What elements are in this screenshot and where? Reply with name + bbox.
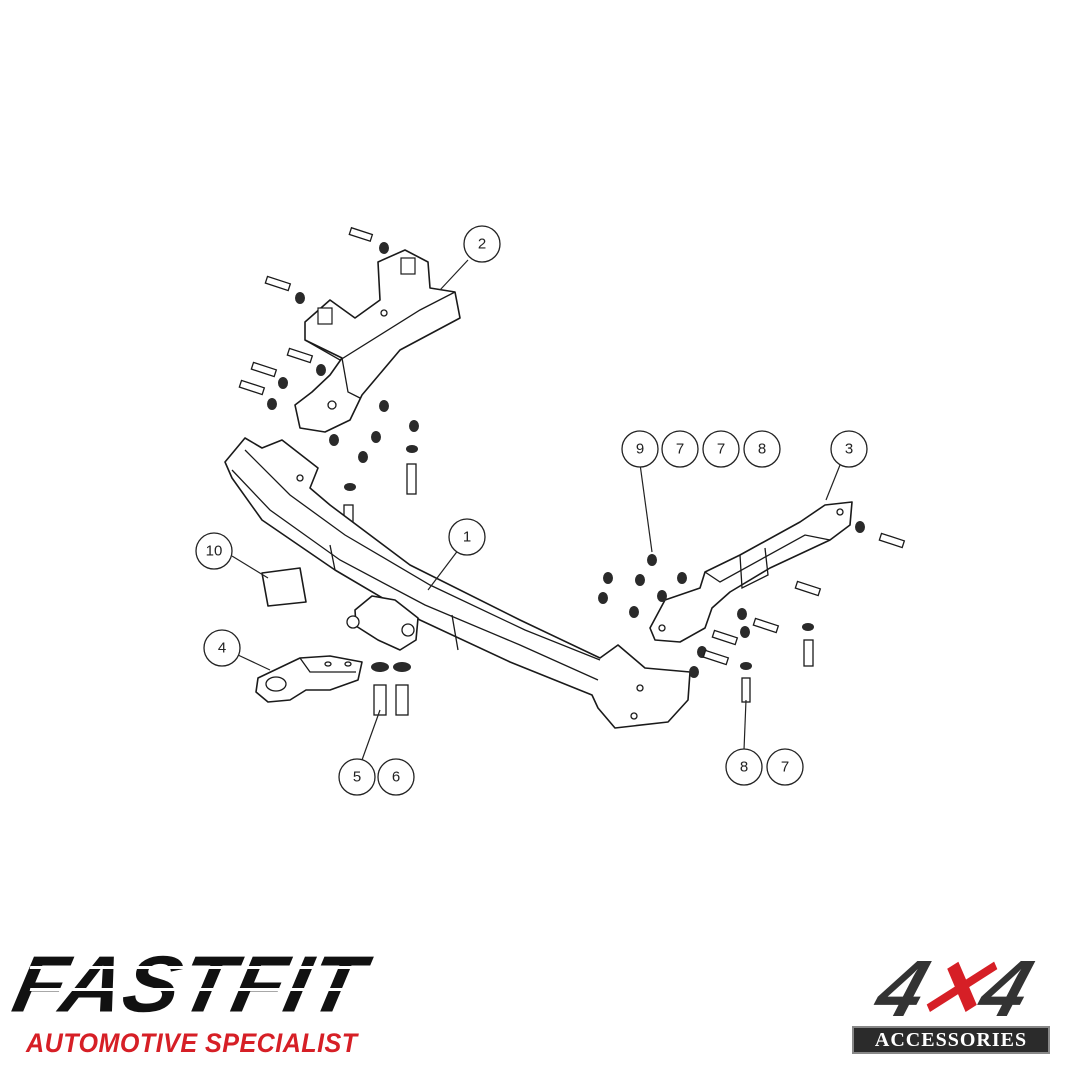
- logo-speed-stripe: [29, 988, 401, 991]
- callout-7-top-a: 7: [661, 430, 699, 468]
- callout-2: 2: [463, 225, 501, 263]
- svg-text:8: 8: [758, 441, 766, 458]
- svg-text:1: 1: [463, 529, 471, 546]
- hitch-coupling: [346, 595, 419, 651]
- main-tow-bar-crossmember: [224, 437, 691, 729]
- svg-text:7: 7: [781, 759, 789, 776]
- bracket-bolts-right: [598, 521, 906, 703]
- 4x4-accessories-logo: 4✕4 ACCESSORIES: [852, 944, 1052, 1056]
- svg-text:7: 7: [717, 441, 725, 458]
- callout-5: 5: [338, 758, 376, 796]
- svg-text:9: 9: [636, 441, 644, 458]
- svg-text:10: 10: [206, 543, 223, 560]
- svg-text:3: 3: [845, 441, 853, 458]
- callout-8-bottom: 8: [725, 748, 763, 786]
- identification-plate: [261, 567, 307, 607]
- callout-7-bottom: 7: [766, 748, 804, 786]
- callout-7-top-b: 7: [702, 430, 740, 468]
- fastfit-tagline: AUTOMOTIVE SPECIALIST: [26, 1028, 358, 1058]
- accessories-badge: ACCESSORIES: [852, 1026, 1050, 1054]
- callout-8-top: 8: [743, 430, 781, 468]
- callout-10: 10: [195, 532, 233, 570]
- callout-9: 9: [621, 430, 659, 468]
- right-mounting-bracket: [649, 501, 853, 643]
- callout-1: 1: [448, 518, 486, 556]
- 4x4-mark: 4✕4: [842, 944, 1062, 1033]
- tow-ball-mount-bolts: [371, 662, 411, 716]
- svg-text:7: 7: [676, 441, 684, 458]
- left-mounting-bracket: [294, 249, 461, 433]
- svg-text:8: 8: [740, 759, 748, 776]
- fastfit-wordmark: FASTFIT: [6, 939, 373, 1029]
- callout-3: 3: [830, 430, 868, 468]
- leader-lines: [231, 259, 841, 761]
- svg-text:4: 4: [218, 640, 226, 657]
- svg-text:6: 6: [392, 769, 400, 786]
- callout-6: 6: [377, 758, 415, 796]
- logo-speed-stripe: [29, 966, 401, 969]
- svg-text:5: 5: [353, 769, 361, 786]
- callout-4: 4: [203, 629, 241, 667]
- tow-ball-mount: [255, 655, 363, 703]
- fastfit-logo: FASTFIT AUTOMOTIVE SPECIALIST: [6, 939, 414, 1064]
- svg-text:2: 2: [478, 236, 486, 253]
